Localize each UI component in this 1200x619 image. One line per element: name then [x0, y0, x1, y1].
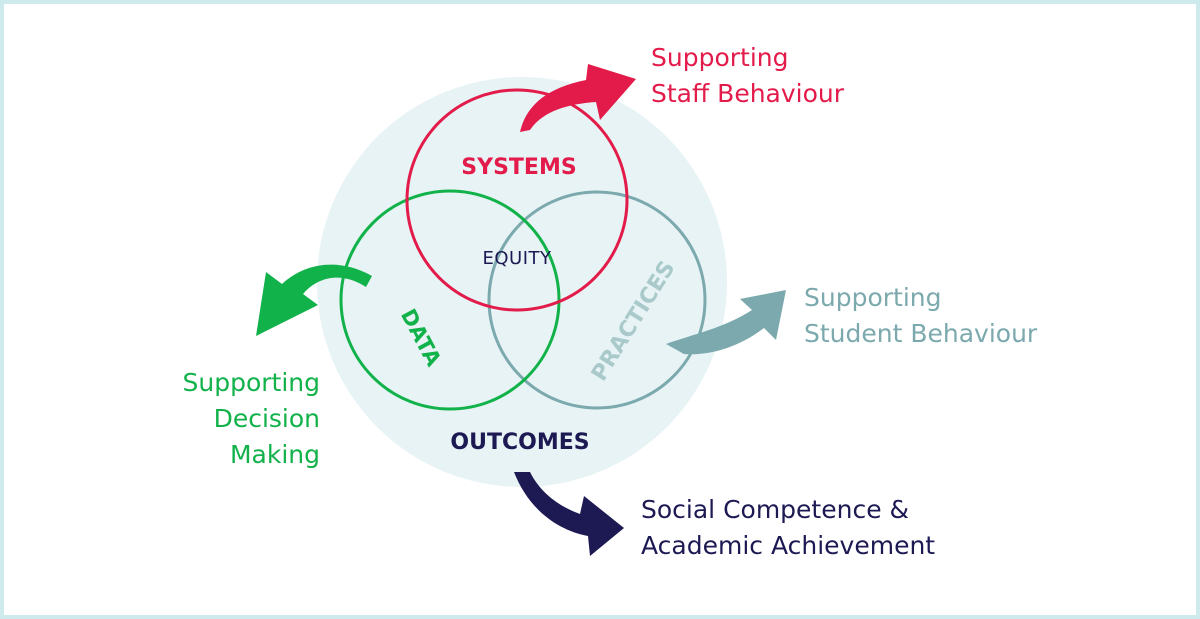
staff-arrow	[520, 64, 636, 132]
data-circle	[339, 189, 561, 411]
decision-line-2: Decision	[213, 404, 320, 433]
supporting-decision-making-label: Supporting Decision Making	[150, 365, 321, 473]
decision-line-1: Supporting	[182, 368, 321, 397]
systems-circle	[405, 88, 629, 312]
staff-line-1: Supporting	[651, 43, 789, 72]
decision-arrow	[256, 264, 372, 336]
social-competence-label: Social Competence & Academic Achievement	[641, 492, 935, 564]
outcomes-arrow	[514, 472, 624, 556]
decision-line-3: Making	[229, 440, 320, 469]
social-line-2: Academic Achievement	[641, 531, 936, 560]
equity-label: EQUITY	[482, 248, 552, 269]
staff-line-2: Staff Behaviour	[651, 79, 845, 108]
supporting-staff-behaviour-label: Supporting Staff Behaviour	[651, 40, 844, 112]
outcomes-label: OUTCOMES	[450, 430, 590, 455]
student-line-1: Supporting	[804, 283, 942, 312]
systems-label: SYSTEMS	[461, 155, 577, 180]
student-line-2: Student Behaviour	[804, 319, 1038, 348]
social-line-1: Social Competence &	[641, 495, 910, 524]
supporting-student-behaviour-label: Supporting Student Behaviour	[804, 280, 1037, 352]
student-arrow	[666, 290, 786, 355]
practices-circle	[487, 190, 707, 410]
